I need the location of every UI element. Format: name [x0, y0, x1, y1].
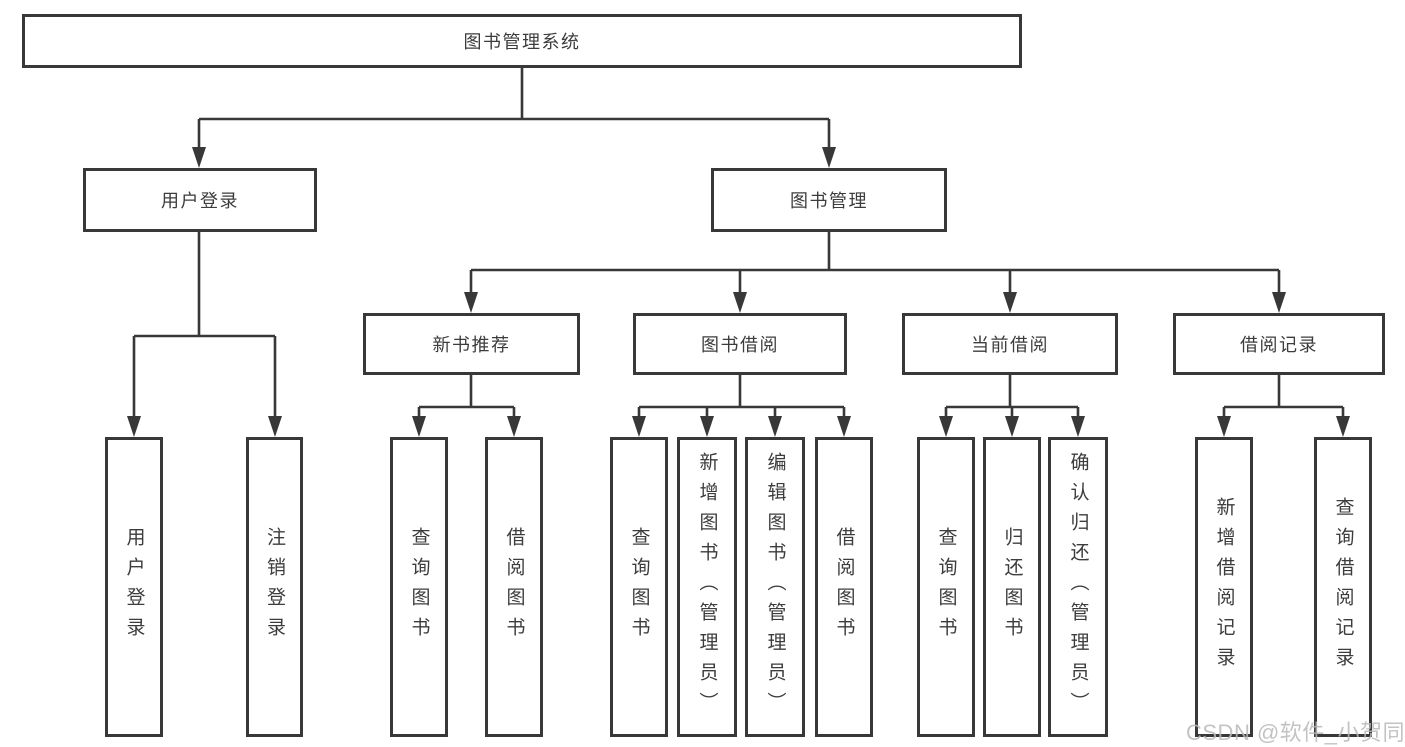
node-label: 查询图书	[408, 527, 430, 647]
leaf-logout: 注销登录	[246, 437, 303, 737]
leaf-query-borrow-record: 查询借阅记录	[1314, 437, 1372, 737]
node-label: 查询图书	[628, 527, 650, 647]
node-current-borrowing: 当前借阅	[902, 313, 1118, 375]
node-label: 新增图书（管理员）	[696, 452, 718, 722]
node-label: 借阅图书	[503, 527, 525, 647]
node-label: 编辑图书（管理员）	[764, 452, 786, 722]
leaf-add-borrow-record: 新增借阅记录	[1195, 437, 1253, 737]
leaf-borrow-books-1: 借阅图书	[485, 437, 543, 737]
node-root-system: 图书管理系统	[22, 14, 1022, 68]
leaf-confirm-return-admin: 确认归还（管理员）	[1048, 437, 1108, 737]
leaf-query-books-1: 查询图书	[390, 437, 448, 737]
leaf-query-books-2: 查询图书	[610, 437, 668, 737]
leaf-add-book-admin: 新增图书（管理员）	[677, 437, 737, 737]
node-label: 借阅图书	[833, 527, 855, 647]
node-label: 当前借阅	[971, 335, 1049, 355]
node-label: 归还图书	[1001, 527, 1023, 647]
node-label: 图书借阅	[701, 335, 779, 355]
node-label: 查询借阅记录	[1332, 497, 1354, 677]
node-label: 新增借阅记录	[1213, 497, 1235, 677]
leaf-query-books-3: 查询图书	[917, 437, 975, 737]
node-label: 借阅记录	[1240, 335, 1318, 355]
node-label: 用户登录	[161, 191, 239, 211]
leaf-return-book: 归还图书	[983, 437, 1041, 737]
node-label: 注销登录	[264, 527, 285, 647]
node-label: 新书推荐	[432, 335, 511, 355]
node-label: 查询图书	[935, 527, 957, 647]
node-label: 图书管理	[790, 191, 868, 211]
node-label: 图书管理系统	[463, 32, 581, 52]
node-new-book-recommend: 新书推荐	[363, 313, 580, 375]
node-label: 用户登录	[123, 527, 145, 647]
leaf-edit-book-admin: 编辑图书（管理员）	[745, 437, 805, 737]
node-borrow-records: 借阅记录	[1173, 313, 1385, 375]
node-label: 确认归还（管理员）	[1067, 452, 1089, 722]
node-book-borrowing: 图书借阅	[633, 313, 847, 375]
arrowheads	[127, 147, 1350, 437]
leaf-user-login: 用户登录	[105, 437, 163, 737]
node-book-management: 图书管理	[711, 168, 947, 232]
csdn-watermark: CSDN @软件_小贺同学	[1186, 720, 1405, 745]
node-user-login: 用户登录	[83, 168, 317, 232]
leaf-borrow-books-2: 借阅图书	[815, 437, 873, 737]
